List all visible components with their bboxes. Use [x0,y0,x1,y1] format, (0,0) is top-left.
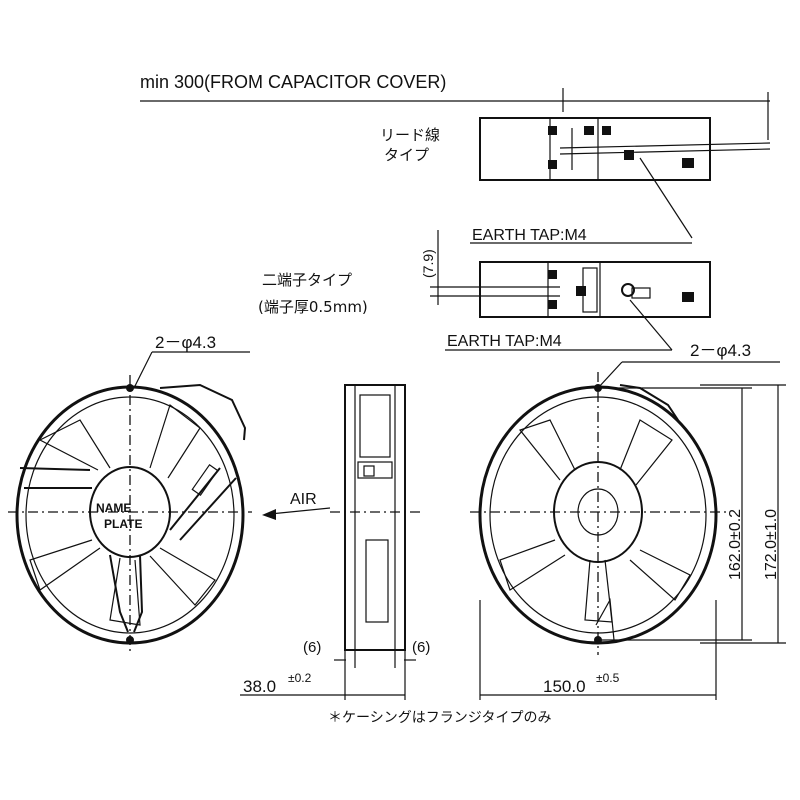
hole-right-label: 2－φ4.3 [690,341,751,360]
rear-view-right: 2－φ4.3 150.0 ±0.5 162.0±0.2 [470,341,786,700]
width-label: 150.0 [543,677,586,696]
earth-tap-upper-label: EARTH TAP:M4 [472,227,587,244]
height-inner-label: 162.0±0.2 [727,509,744,580]
air-label: AIR [290,491,317,508]
depth-tolerance-label: ±0.2 [288,671,312,685]
lead-wire-type-view: リード線 タイプ [380,117,771,239]
terminal-type-label-1: 二端子タイプ [262,271,352,289]
name-plate-label-1: NAME [96,501,131,515]
lead-wire-type-label-2: タイプ [384,146,429,164]
lead-length-label: min 300(FROM CAPACITOR COVER) [140,72,446,92]
hole-left-label: 2－φ4.3 [155,333,216,352]
width-tolerance-label: ±0.5 [596,671,620,685]
height-outer-label: 172.0±1.0 [763,509,780,580]
earth-tap-upper: EARTH TAP:M4 [470,227,692,244]
air-flow-indicator: AIR [262,491,331,520]
name-plate-label-2: PLATE [104,517,142,531]
lead-wire-type-label-1: リード線 [380,126,440,144]
side-right-offset-label: (6) [412,639,430,656]
earth-tap-lower: EARTH TAP:M4 [445,333,672,351]
side-left-offset-label: (6) [303,639,321,656]
depth-label: 38.0 [243,677,276,696]
earth-tap-lower-label: EARTH TAP:M4 [447,333,562,350]
terminal-type-label-2: (端子厚0.5mm) [258,298,368,316]
side-view: (6) (6) 38.0 ±0.2 [240,384,430,700]
terminal-type-view: (7.9) 二端子タイプ (端子厚0.5mm) [258,230,711,351]
terminal-dim-label: (7.9) [420,249,436,278]
footnote: ＊ケーシングはフランジタイプのみ [328,710,551,726]
lead-length-dimension: min 300(FROM CAPACITOR COVER) [140,72,770,140]
front-view-left: 2－φ4.3 NAME PLATE [8,333,252,652]
